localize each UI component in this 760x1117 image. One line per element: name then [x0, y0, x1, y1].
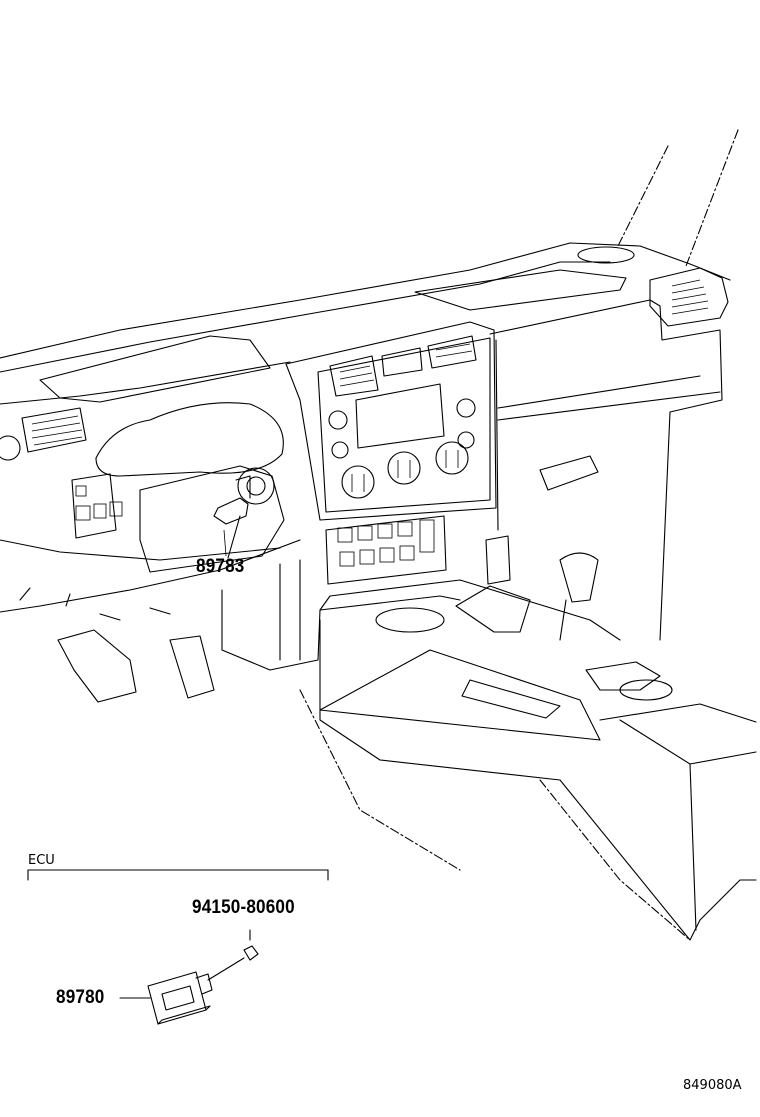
part-label-94150-80600: 94150-80600 — [192, 897, 295, 918]
group-label-ecu: ECU — [28, 853, 55, 868]
part-label-89783: 89783 — [196, 556, 245, 577]
figure-code: 849080A — [683, 1078, 742, 1093]
part-label-89780: 89780 — [56, 987, 105, 1008]
